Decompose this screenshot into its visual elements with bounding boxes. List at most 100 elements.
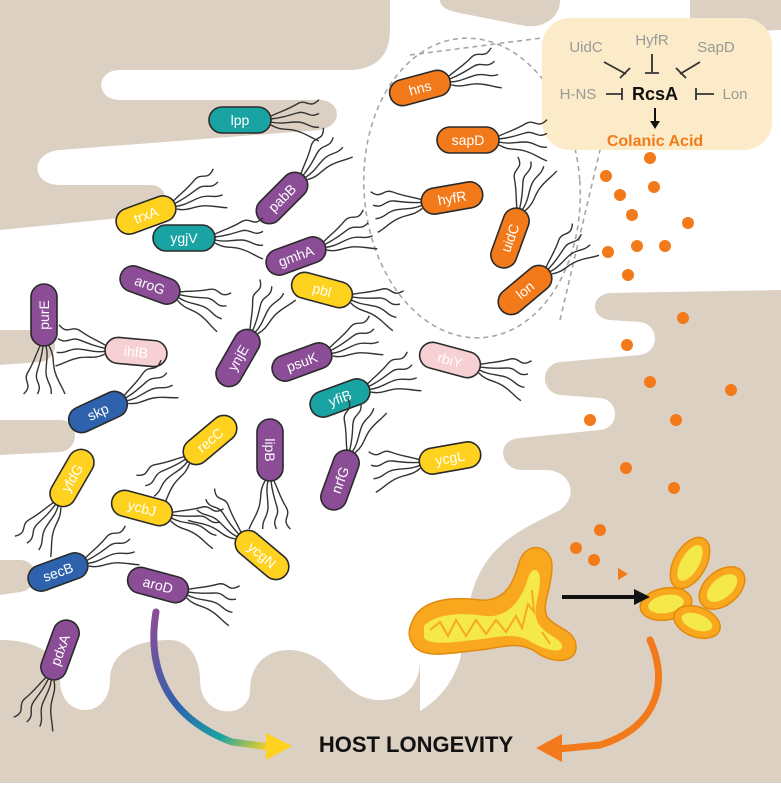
bacterium-body <box>418 441 482 475</box>
bacterium-ygjv: ygjV <box>152 217 264 260</box>
bacterium-yfdg: yfdG <box>14 448 95 558</box>
bacterium-body <box>436 126 500 154</box>
bacterium-hns: hns <box>388 47 502 107</box>
colanic-uptake-arrow <box>604 568 628 580</box>
highlight-ellipse <box>362 34 601 339</box>
bacterium-ycgl: ycgL <box>368 441 482 493</box>
bacterium-recc: recC <box>136 414 238 508</box>
flagella <box>186 583 240 627</box>
bacterium-label: hns <box>407 77 433 98</box>
flagella <box>136 456 191 508</box>
bacterium-body <box>152 224 216 252</box>
flagella <box>367 351 422 394</box>
inhibition-marks <box>603 54 714 100</box>
bacterium-ihfb: ihfB <box>55 324 168 368</box>
bacteria-to-longevity-arrow <box>150 608 292 760</box>
flagella <box>513 156 558 212</box>
bacterium-nrfg: nrfG <box>320 398 388 511</box>
bacterium-label: sapD <box>452 132 485 148</box>
bacterium-sapd: sapD <box>436 119 548 162</box>
bacterium-body <box>104 336 168 368</box>
fused-mitochondria <box>408 546 577 661</box>
bacterium-ynje: ynjE <box>215 279 297 388</box>
bacterium-label: aroD <box>141 573 174 596</box>
bacterium-label: lipB <box>262 438 278 461</box>
flagella <box>448 47 502 89</box>
bacterium-pbl: pbl <box>290 271 404 332</box>
flagella <box>368 450 421 493</box>
colanic-acid-label: Colanic Acid <box>607 133 703 150</box>
bacterium-pure: purE <box>23 283 66 395</box>
flagella <box>329 315 384 358</box>
rcsa-pathway: UidC HyfR SapD H-NS Lon RcsA Colanic Aci… <box>542 18 772 150</box>
flagella <box>350 288 404 332</box>
bacterium-lpp: lpp <box>208 99 320 142</box>
colanic-acid-dots <box>570 152 737 566</box>
regulator-hyfr: HyfR <box>635 32 669 49</box>
bacterium-body <box>208 106 272 134</box>
bacterium-body <box>234 529 290 581</box>
flagella <box>370 190 423 233</box>
bacterium-skp: skp <box>67 359 179 434</box>
flagella <box>323 209 378 252</box>
bacterium-body <box>290 271 354 309</box>
flagella <box>270 99 320 142</box>
bacterium-label: purE <box>36 300 52 330</box>
bacterium-label: yfiB <box>326 386 353 409</box>
bacterium-body <box>27 552 89 592</box>
rcsa-label: RcsA <box>632 84 678 104</box>
bacterium-label: ycbJ <box>126 497 158 520</box>
bacterium-body <box>30 283 58 347</box>
bacterium-body <box>215 328 261 388</box>
flagella <box>173 168 228 211</box>
bacterium-pdxa: pdxA <box>13 619 80 732</box>
mitochondria-to-longevity-arrow <box>536 636 662 762</box>
flagella <box>187 488 242 540</box>
regulator-hns: H-NS <box>560 86 597 103</box>
flagella <box>23 345 66 395</box>
bacterium-secb: secB <box>27 525 140 592</box>
bacterium-body <box>271 342 333 382</box>
flagella <box>545 223 600 275</box>
bacterium-psuk: psuK <box>271 315 384 382</box>
bacterium-arod: aroD <box>126 566 240 627</box>
flagella <box>214 217 264 260</box>
bacterium-body <box>182 414 238 466</box>
bacterium-label: ihfB <box>123 343 148 361</box>
bacterium-body <box>115 195 177 235</box>
bacterium-label: ycgL <box>434 448 466 469</box>
regulator-uidc: UidC <box>569 39 603 56</box>
bacterium-gmha: gmhA <box>265 209 378 276</box>
bacterium-body <box>256 418 284 482</box>
bacterium-lipb: lipB <box>248 418 291 530</box>
bacterium-body <box>388 69 452 107</box>
bacterium-body <box>67 390 129 434</box>
bacterium-label: hyfR <box>436 188 467 209</box>
bacterium-label: lpp <box>231 112 250 128</box>
fragmented-mitochondria <box>639 536 746 640</box>
flagella <box>123 359 179 405</box>
bacterium-body <box>126 566 190 604</box>
host-longevity-label: HOST LONGEVITY <box>319 732 514 757</box>
flagella <box>55 324 106 367</box>
flagella <box>478 358 532 402</box>
bacterium-label: rbiY <box>436 349 465 371</box>
bacterium-body <box>309 378 371 418</box>
flagella <box>14 502 62 558</box>
bacterium-body <box>40 619 80 681</box>
flagella <box>85 525 140 568</box>
pathway-background <box>542 18 772 150</box>
bacterium-ycgn: ycgN <box>187 488 290 581</box>
flagella <box>249 279 297 335</box>
bacterium-trxa: trxA <box>115 168 228 235</box>
regulator-sapd: SapD <box>697 39 735 56</box>
flagella <box>498 119 548 162</box>
bacterium-label: ygjV <box>170 230 198 246</box>
flagella <box>343 398 388 454</box>
bacterium-body <box>265 236 327 276</box>
bacterium-body <box>110 489 174 527</box>
flagella <box>13 677 56 732</box>
bacterium-yfib: yfiB <box>309 351 422 418</box>
